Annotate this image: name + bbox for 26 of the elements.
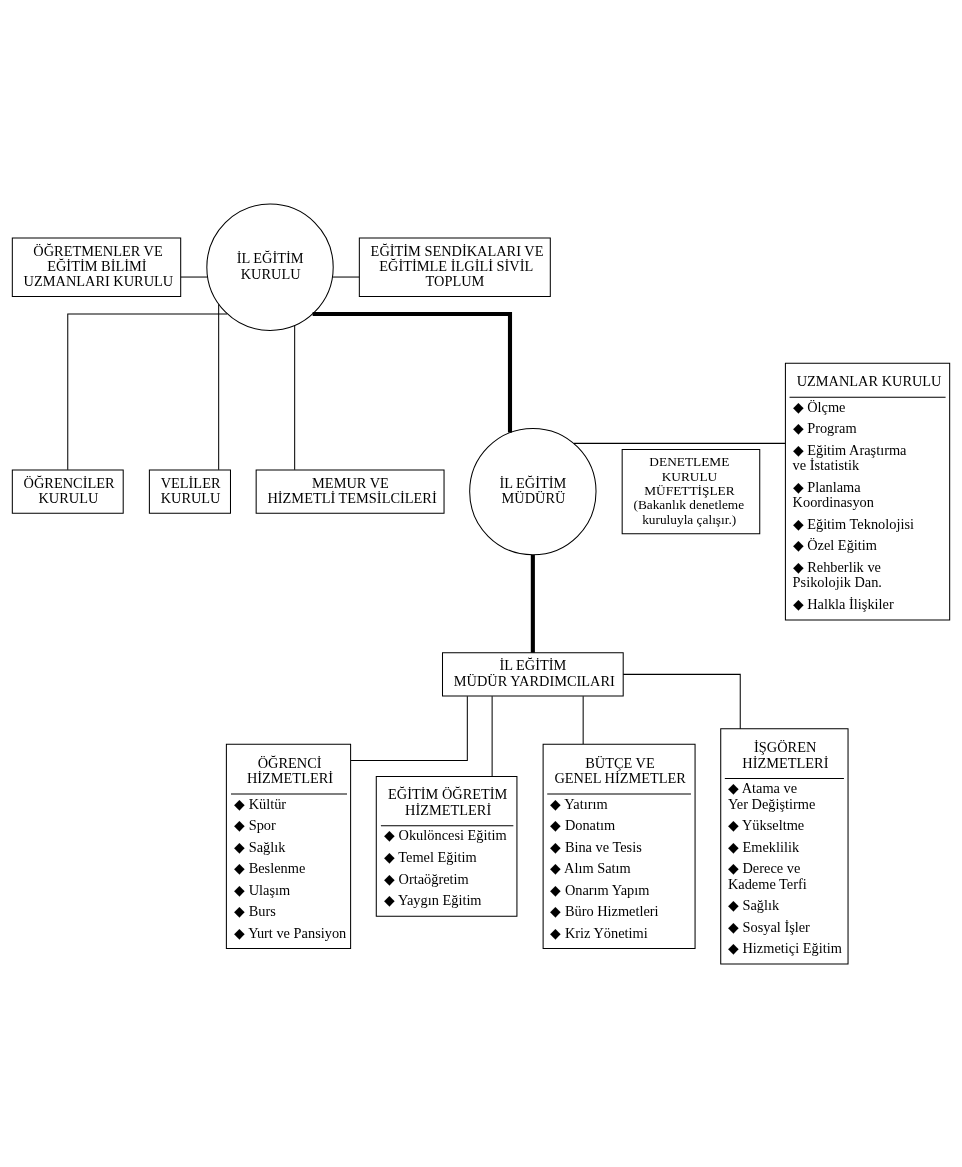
node-box: EĞİTİM SENDİKALARI VE EĞİTİMLE İLGİLİ SİVİL TOPLUM (358, 237, 551, 297)
connector (582, 695, 584, 745)
connector (622, 673, 741, 729)
node-circle: İL EĞİTİM MÜDÜRÜ (469, 427, 597, 555)
node-circle: İL EĞİTİM KURULU (206, 203, 334, 331)
node-box: ÖĞRENCİ HİZMETLERİ ◆ Kültür ◆ Spor ◆ Sağlık ◆ Beslenme ◆ Ulaşım ◆ Burs ◆ Yurt ve Pansiyon (225, 743, 352, 949)
connector (573, 442, 786, 444)
node-box: VELİLER KURULU (148, 469, 231, 514)
node-box: DENETLEME KURULU MÜFETTİŞLER (Bakanlık denetleme kuruluyla çalışır.) (621, 448, 761, 534)
node-box: BÜTÇE VE GENEL HİZMETLER ◆ Yatırım ◆ Donatım ◆ Bina ve Tesis ◆ Alım Satım ◆ Onarım Yapım ◆ Büro Hizmetleri ◆ Kriz Yönetimi (542, 743, 696, 949)
node-box: İŞGÖREN HİZMETLERİ ◆ Atama ve Yer Değiştirme ◆ Yükseltme ◆ Emeklilik ◆ Derece ve Kademe Terfi ◆ Sağlık ◆ Sosyal İşler ◆ Hizmetiçi Eğitim (720, 727, 849, 964)
connector (180, 276, 208, 278)
node-box: ÖĞRENCİLER KURULU (11, 469, 124, 514)
node-box: ÖĞRETMENLER VE EĞİTİM BİLİMİ UZMANLARI KURULU (11, 237, 182, 297)
node-box: İL EĞİTİM MÜDÜR YARDIMCILARI (442, 651, 624, 696)
connector (491, 695, 493, 777)
connector (218, 303, 220, 470)
node-box: MEMUR VE HİZMETLİ TEMSİLCİLERİ (255, 469, 445, 514)
connector (312, 311, 513, 432)
connector (332, 276, 360, 278)
connector (350, 695, 468, 761)
node-box: UZMANLAR KURULU ◆ Ölçme ◆ Program ◆ Eğitim Araştırma ve İstatistik ◆ Planlama Koordinasyon ◆ Eğitim Teknolojisi ◆ Özel Eğitim ◆ Rehberlik ve Psikolojik Dan. ◆ Halkla İlişkiler (784, 362, 951, 620)
connector (530, 554, 535, 653)
connector (67, 313, 228, 470)
node-box: EĞİTİM ÖĞRETİM HİZMETLERİ ◆ Okulöncesi Eğitim ◆ Temel Eğitim ◆ Ortaöğretim ◆ Yaygın Eğitim (375, 775, 518, 917)
connector (294, 324, 296, 470)
